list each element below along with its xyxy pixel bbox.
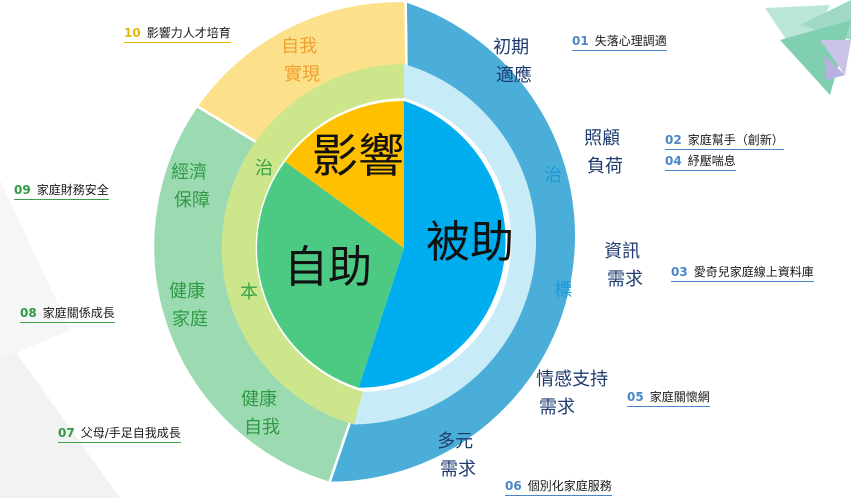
corner-shape-5 [824, 55, 845, 80]
callout-number: 09 [14, 183, 31, 197]
callout-number: 03 [671, 265, 688, 279]
callout-text: 個別化家庭服務 [527, 479, 612, 493]
callout-text: 父母/手足自我成長 [80, 426, 181, 440]
outer-label-emotional-support: 情感支持 需求 [536, 369, 614, 418]
outer-label-self-realization: 自我 實現 [281, 36, 323, 85]
callout-number: 07 [58, 426, 75, 440]
callout-10: 10 影響力人才培育 [124, 24, 231, 43]
outer-label-financial-security: 經濟 保障 [171, 162, 213, 211]
callout-number: 02 [665, 133, 682, 147]
callout-08: 08 家庭關係成長 [20, 304, 115, 323]
outer-label-healthy-self: 健康 自我 [241, 389, 283, 438]
ring-label-zhi-right: 治 [544, 165, 562, 186]
callout-09: 09 家庭財務安全 [14, 181, 109, 200]
callout-text: 失落心理調適 [594, 34, 667, 48]
middle-blue-band [353, 64, 537, 425]
callout-04: 04 紓壓喘息 [665, 152, 736, 171]
corner-shape-4 [820, 40, 851, 75]
callout-text: 家庭財務安全 [36, 183, 109, 197]
outer-label-info-needs: 資訊 需求 [604, 241, 646, 290]
outer-label-diverse-needs: 多元 需求 [437, 431, 479, 480]
callout-text: 家庭幫手（創新） [687, 133, 784, 147]
inner-blue-sector [358, 101, 506, 388]
center-label-self-help: 自助 [284, 242, 372, 293]
background-shape-left [0, 330, 120, 498]
callout-text: 家庭關懷網 [649, 390, 710, 404]
callout-number: 08 [20, 306, 37, 320]
ring-label-zhi-left: 治 [255, 158, 273, 179]
outer-label-healthy-family: 健康 家庭 [169, 281, 211, 330]
background-shape-left-top [0, 180, 70, 360]
callout-number: 06 [505, 479, 522, 493]
callout-text: 影響力人才培育 [146, 26, 231, 40]
center-label-influence: 影響 [312, 129, 404, 183]
callout-number: 04 [665, 154, 682, 168]
callout-number: 01 [572, 34, 589, 48]
ring-label-ben: 本 [240, 282, 258, 303]
callout-03: 03 愛奇兒家庭線上資料庫 [671, 263, 814, 282]
callout-06: 06 個別化家庭服務 [505, 477, 612, 496]
callout-number: 05 [627, 390, 644, 404]
callout-05: 05 家庭關懷網 [627, 388, 710, 407]
callout-number: 10 [124, 26, 141, 40]
middle-green-band [221, 64, 404, 425]
callout-text: 紓壓喘息 [687, 154, 736, 168]
inner-green-sector [257, 161, 404, 388]
callout-text: 愛奇兒家庭線上資料庫 [693, 265, 814, 279]
callout-07: 07 父母/手足自我成長 [58, 424, 181, 443]
ring-label-biao: 標 [554, 280, 572, 301]
callout-text: 家庭關係成長 [42, 306, 115, 320]
inner-gold-sector [285, 101, 404, 248]
center-label-assisted: 被助 [426, 217, 514, 268]
outer-label-initial-adaptation: 初期 適應 [493, 37, 535, 86]
callout-01: 01 失落心理調適 [572, 32, 667, 51]
outer-label-care-burden: 照顧 負荷 [584, 128, 626, 177]
callout-02: 02 家庭幫手（創新） [665, 131, 784, 150]
